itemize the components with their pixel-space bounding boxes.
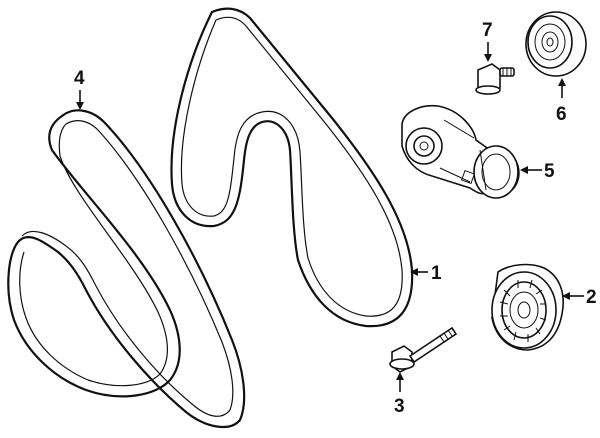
pulley-icon xyxy=(525,11,587,77)
mounting-bolt-icon xyxy=(389,326,458,373)
serpentine-belt-large-icon xyxy=(170,7,414,328)
callout-1: 1 xyxy=(410,263,442,284)
belt-tensioner-icon xyxy=(401,104,520,199)
serpentine-belt-small-icon xyxy=(7,109,246,428)
flange-bolt-icon xyxy=(475,63,515,95)
callout-5: 5 xyxy=(520,161,555,182)
callout-label-1: 1 xyxy=(431,263,442,284)
idler-pulley-icon xyxy=(491,263,564,351)
callout-6: 6 xyxy=(556,78,567,125)
callout-label-3: 3 xyxy=(394,396,405,417)
callout-label-7: 7 xyxy=(482,20,493,41)
callout-2: 2 xyxy=(562,287,597,308)
callout-7: 7 xyxy=(482,20,493,62)
callout-4: 4 xyxy=(74,68,85,110)
callout-label-2: 2 xyxy=(586,287,597,308)
callout-3: 3 xyxy=(394,372,405,417)
callout-label-5: 5 xyxy=(544,161,555,182)
callout-label-4: 4 xyxy=(74,68,85,89)
callout-label-6: 6 xyxy=(556,104,567,125)
